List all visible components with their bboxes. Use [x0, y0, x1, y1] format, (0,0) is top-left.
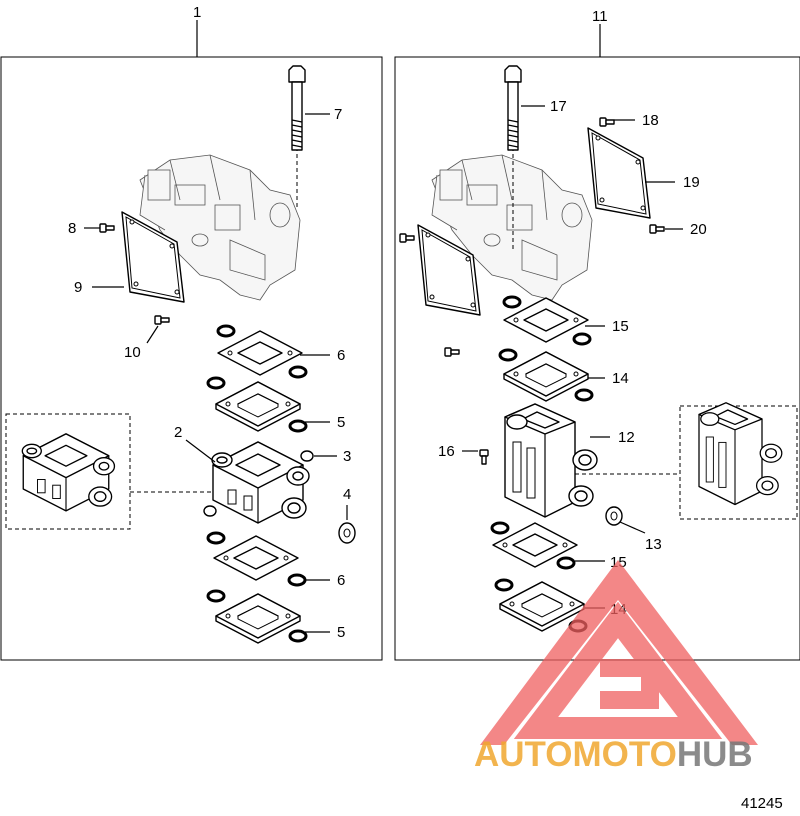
screw-18: [599, 117, 615, 127]
oring-r-e: [490, 521, 510, 535]
group-label-left: 1: [193, 4, 201, 21]
oring-top-b: [288, 365, 308, 379]
oring-bot-d: [288, 629, 308, 643]
group-label-right: 11: [592, 8, 608, 25]
gasket-6-bottom: [213, 535, 299, 581]
callout-6-top: 6: [337, 347, 345, 364]
callout-5-top: 5: [337, 414, 345, 431]
oring-top-a: [216, 324, 236, 338]
inset-box-right: [679, 405, 798, 520]
callout-7: 7: [334, 106, 342, 123]
gasket-6-top: [217, 330, 303, 376]
cover-plate-19: [587, 127, 651, 219]
callout-3: 3: [343, 448, 351, 465]
plug-3: [300, 450, 314, 462]
oring-bot-a: [206, 531, 226, 545]
exhaust-elbow-2: [211, 441, 310, 524]
screw-16: [479, 449, 489, 465]
oring-r-c: [498, 348, 518, 362]
callout-9: 9: [74, 279, 82, 296]
screw-cover-b: [444, 347, 460, 357]
oring-small-left: [203, 505, 217, 517]
oring-r-b: [572, 332, 592, 346]
long-bolt-7: [288, 65, 306, 151]
screw-20: [649, 224, 665, 234]
callout-8: 8: [68, 220, 76, 237]
callout-20: 20: [690, 221, 707, 238]
callout-16: 16: [438, 443, 455, 460]
callout-4: 4: [343, 486, 351, 503]
oring-mid-a: [206, 376, 226, 390]
watermark-triangle-icon: [480, 560, 758, 745]
watermark-logo: [480, 560, 758, 745]
screw-8: [99, 223, 115, 233]
watermark-part2: HUB: [677, 735, 753, 774]
callout-5-bottom: 5: [337, 624, 345, 641]
watermark-part1: AUTOMOTO: [474, 735, 677, 774]
fitting-4: [338, 522, 356, 544]
fitting-13: [605, 506, 623, 526]
long-bolt-17: [504, 65, 522, 151]
callout-13: 13: [645, 536, 662, 553]
figure-code: 41245: [741, 795, 783, 812]
oring-bot-b: [287, 573, 307, 587]
oring-r-a: [502, 295, 522, 309]
inset-box-left: [5, 413, 131, 530]
inset-elbow-right: [698, 402, 783, 506]
callout-17: 17: [550, 98, 567, 115]
inset-elbow-left: [21, 433, 116, 512]
exhaust-elbow-12: [504, 403, 598, 518]
plate-5-top: [215, 381, 301, 432]
oring-r-d: [574, 388, 594, 402]
callout-19: 19: [683, 174, 700, 191]
callout-2: 2: [174, 424, 182, 441]
oring-bot-c: [206, 589, 226, 603]
oring-r-g: [494, 578, 514, 592]
left-group-frame: [0, 56, 383, 661]
screw-cover-a: [399, 233, 415, 243]
callout-10: 10: [124, 344, 141, 361]
callout-18: 18: [642, 112, 659, 129]
callout-6-bottom: 6: [337, 572, 345, 589]
screw-10: [154, 315, 170, 325]
callout-15-top: 15: [612, 318, 629, 335]
plate-5-bottom: [215, 593, 301, 644]
callout-12: 12: [618, 429, 635, 446]
callout-14-top: 14: [612, 370, 629, 387]
oring-r-f: [556, 556, 576, 570]
watermark-text: AUTOMOTOHUB: [474, 735, 753, 774]
oring-mid-b: [288, 419, 308, 433]
